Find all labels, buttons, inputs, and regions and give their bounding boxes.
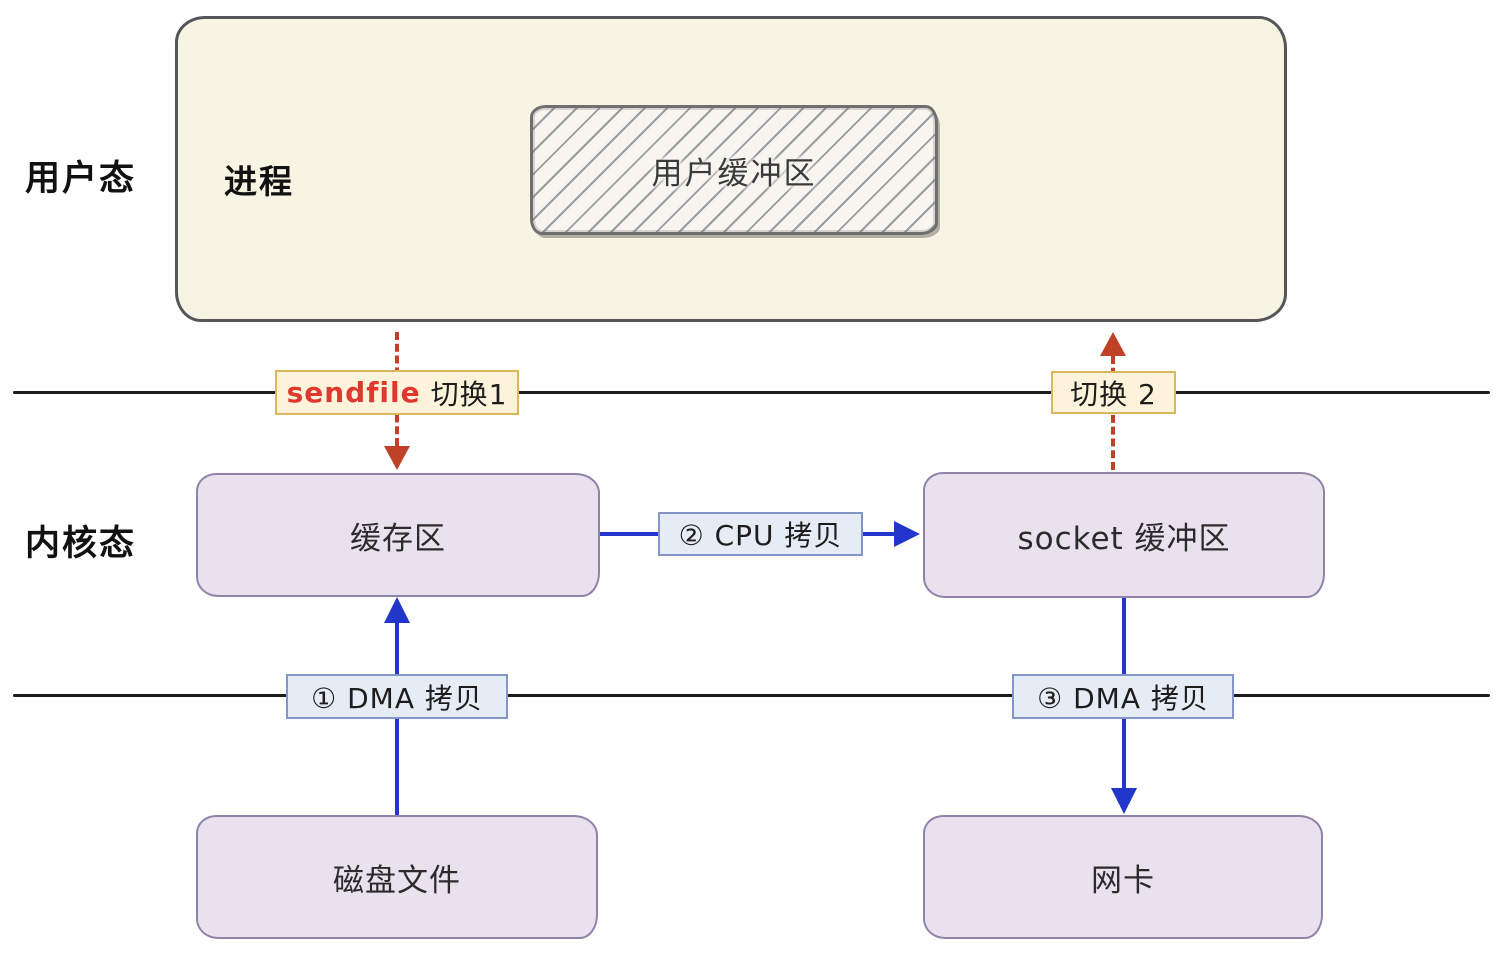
dma-copy-3-arrowhead-down-icon <box>1111 788 1137 814</box>
disk-file-label: 磁盘文件 <box>333 862 461 899</box>
kernel-hardware-boundary-line <box>13 694 1490 697</box>
nic-label: 网卡 <box>1091 862 1155 899</box>
process-label: 进程 <box>224 162 294 201</box>
nic-box: 网卡 <box>923 815 1323 939</box>
user-mode-layer-label: 用户态 <box>25 159 137 199</box>
user-kernel-boundary-line <box>13 391 1490 394</box>
user-buffer-label: 用户缓冲区 <box>651 155 817 192</box>
dma-copy-1-tag: ① DMA 拷贝 <box>286 674 508 719</box>
switch2-arrowhead-up-icon <box>1100 332 1126 356</box>
cpu-copy-tag: ② CPU 拷贝 <box>658 512 863 556</box>
process-box <box>175 16 1287 322</box>
cpu-copy-arrowhead-right-icon <box>894 521 920 547</box>
socket-buffer-box: socket 缓冲区 <box>923 472 1325 598</box>
dma-copy-3-tag: ③ DMA 拷贝 <box>1012 674 1234 719</box>
dma-copy-1-arrowhead-up-icon <box>384 597 410 623</box>
switch1-text: 切换1 <box>430 377 508 411</box>
dma-copy-1-arrow-line <box>395 621 399 817</box>
sendfile-keyword: sendfile <box>286 376 421 409</box>
switch2-tag: 切换 2 <box>1051 371 1176 414</box>
kernel-cache-label: 缓存区 <box>350 520 446 557</box>
kernel-mode-layer-label: 内核态 <box>25 524 137 564</box>
user-buffer-box: 用户缓冲区 <box>530 105 938 235</box>
disk-file-box: 磁盘文件 <box>196 815 598 939</box>
sendfile-switch-arrowhead-down-icon <box>384 446 410 470</box>
socket-buffer-label: socket 缓冲区 <box>1017 520 1231 557</box>
kernel-cache-box: 缓存区 <box>196 473 600 597</box>
sendfile-switch1-tag: sendfile 切换1 <box>275 370 519 415</box>
